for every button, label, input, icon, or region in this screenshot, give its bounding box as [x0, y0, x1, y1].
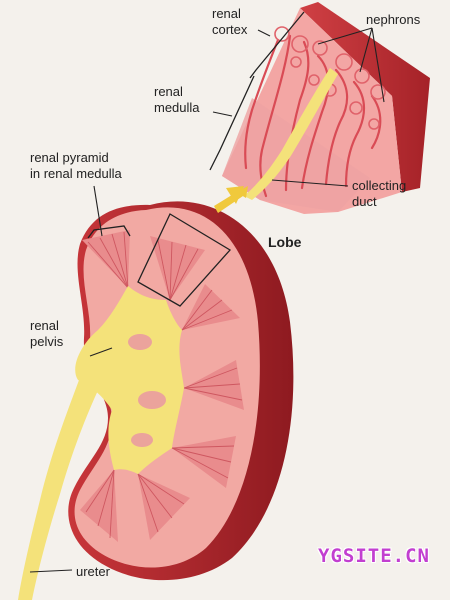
- lobe-section: [214, 2, 430, 214]
- label-renal-pelvis: renal pelvis: [30, 318, 64, 349]
- label-nephrons: nephrons: [366, 12, 421, 27]
- renal-pyramid: [82, 230, 130, 288]
- label-renal-cortex: renal cortex: [212, 6, 248, 37]
- renal-pelvis: [75, 286, 184, 474]
- pyramid-striations: [85, 231, 243, 539]
- label-renal-medulla: renal medulla: [154, 84, 200, 115]
- renal-pyramids: [80, 230, 244, 542]
- label-renal-pyramid: renal pyramid in renal medulla: [30, 150, 122, 181]
- leader-lines: [29, 27, 385, 573]
- collecting-duct-tube: [244, 68, 338, 200]
- renal-pyramid: [150, 236, 205, 300]
- renal-pyramid: [182, 284, 240, 330]
- renal-papillae: [128, 334, 166, 447]
- label-lobe: Lobe: [268, 234, 302, 250]
- ureter: [18, 372, 100, 600]
- renal-pyramid: [172, 436, 236, 488]
- nephron-tufts: [274, 26, 386, 130]
- pyramid-bracket: [87, 225, 131, 239]
- cortex-bracket: [249, 11, 305, 79]
- label-ureter: ureter: [76, 564, 110, 579]
- lobe-side-face: [300, 2, 430, 192]
- label-collecting-duct: collecting duct: [352, 178, 407, 209]
- lobe-bracket: [137, 213, 232, 307]
- kidney: [18, 201, 294, 600]
- collecting-arrow-head: [226, 186, 244, 204]
- medulla-bracket: [209, 75, 255, 171]
- watermark: YGSITE.CN: [318, 545, 430, 567]
